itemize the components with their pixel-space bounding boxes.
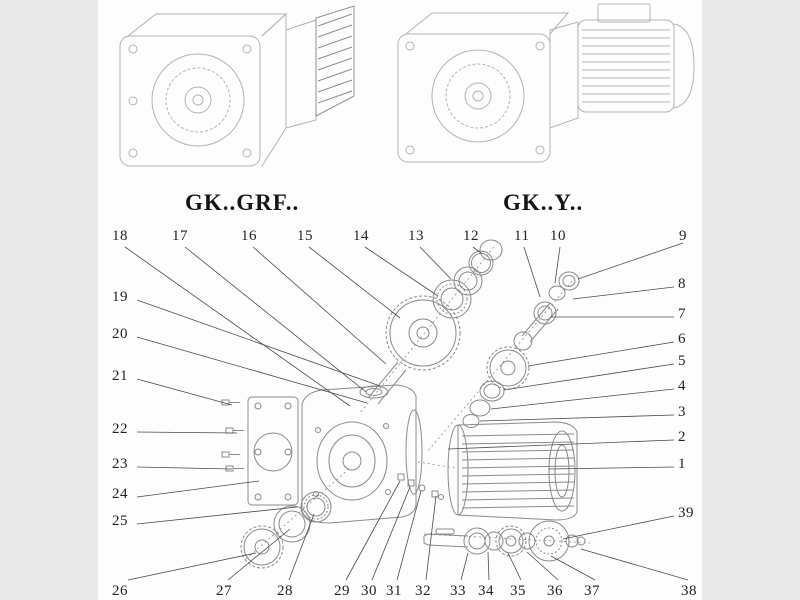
part-number-9: 9 [679, 228, 687, 244]
output-shaft-assembly [423, 520, 586, 562]
part-number-15: 15 [297, 228, 313, 244]
part-number-34: 34 [478, 583, 494, 599]
flange-bolts [221, 399, 244, 472]
leader-lines [124, 242, 689, 581]
part-number-21: 21 [112, 368, 128, 384]
electric-motor [447, 421, 578, 521]
part-number-24: 24 [112, 486, 128, 502]
part-number-4: 4 [678, 378, 686, 394]
input-gear-set [367, 239, 503, 405]
part-number-17: 17 [172, 228, 188, 244]
part-number-19: 19 [112, 289, 128, 305]
part-number-32: 32 [415, 583, 431, 599]
part-number-16: 16 [241, 228, 257, 244]
pinion-shaft-set [462, 271, 580, 428]
output-bearing-set [240, 491, 332, 569]
part-number-6: 6 [678, 331, 686, 347]
part-number-5: 5 [678, 353, 686, 369]
gearbox-motor-drawing [397, 3, 695, 163]
mounting-flange-plate [247, 396, 299, 506]
fastener-set [397, 473, 444, 500]
part-number-11: 11 [514, 228, 530, 244]
part-number-23: 23 [112, 456, 128, 472]
part-number-27: 27 [216, 583, 232, 599]
part-number-30: 30 [361, 583, 377, 599]
part-number-14: 14 [353, 228, 369, 244]
part-number-28: 28 [277, 583, 293, 599]
part-number-1: 1 [678, 456, 686, 472]
input-fin-block [315, 5, 355, 117]
part-number-37: 37 [584, 583, 600, 599]
part-number-33: 33 [450, 583, 466, 599]
part-number-12: 12 [463, 228, 479, 244]
part-number-8: 8 [678, 276, 686, 292]
part-number-36: 36 [547, 583, 563, 599]
part-number-3: 3 [678, 404, 686, 420]
part-number-13: 13 [408, 228, 424, 244]
part-number-18: 18 [112, 228, 128, 244]
gearbox-grf-drawing [119, 5, 355, 167]
motor-body [577, 3, 695, 113]
part-number-22: 22 [112, 421, 128, 437]
part-number-29: 29 [334, 583, 350, 599]
diagram-paper [98, 0, 702, 600]
part-number-7: 7 [678, 306, 686, 322]
model-label-y: GK..Y.. [503, 190, 584, 215]
part-number-38: 38 [681, 583, 697, 599]
part-number-39: 39 [678, 505, 694, 521]
assembly-axis-lines [245, 246, 591, 560]
model-label-grf: GK..GRF.. [185, 190, 300, 215]
part-number-31: 31 [386, 583, 402, 599]
part-number-2: 2 [678, 429, 686, 445]
part-number-26: 26 [112, 583, 128, 599]
part-number-10: 10 [550, 228, 566, 244]
part-number-20: 20 [112, 326, 128, 342]
part-number-35: 35 [510, 583, 526, 599]
part-number-25: 25 [112, 513, 128, 529]
